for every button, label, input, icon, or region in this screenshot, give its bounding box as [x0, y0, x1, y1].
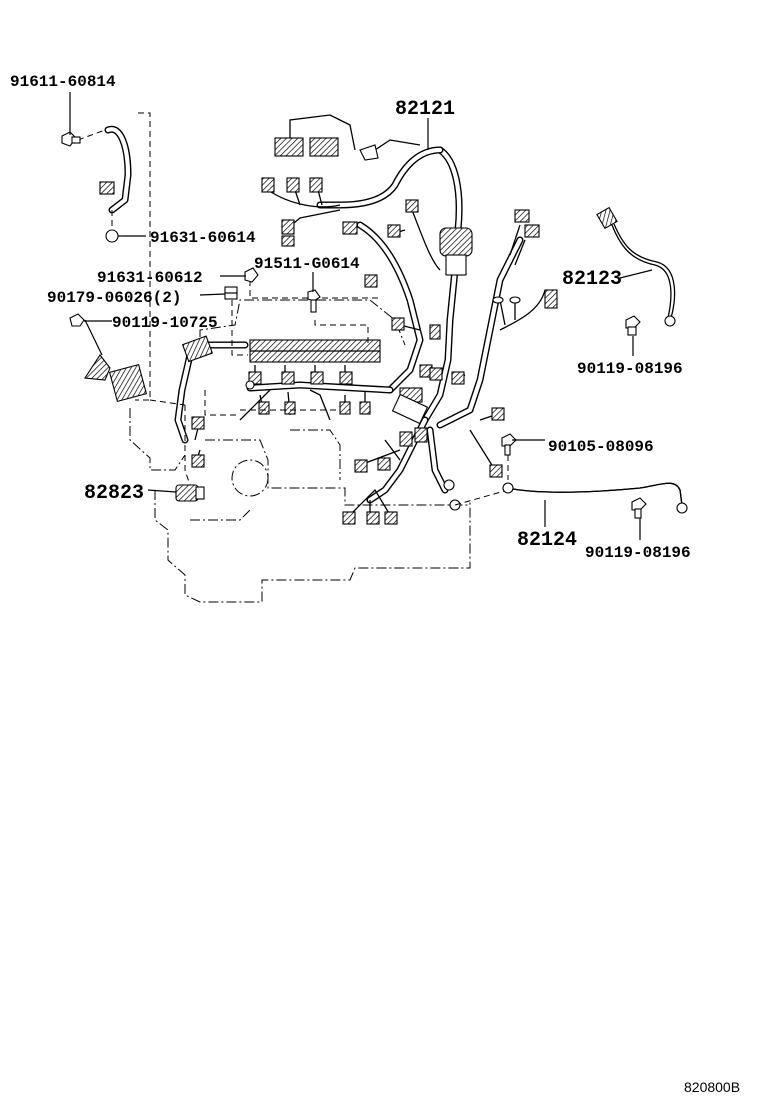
- bolt-90119-08196-b-icon: [631, 497, 647, 519]
- bolt-90105-08096-icon: [501, 433, 517, 456]
- bolt-91511-G0614-icon: [307, 289, 321, 313]
- leader-lines: [69, 92, 653, 540]
- label-90179-06026: 90179-06026(2): [47, 289, 181, 307]
- fastener-dashed-guides: [184, 280, 509, 506]
- label-82823: 82823: [84, 482, 144, 505]
- label-82123: 82123: [562, 268, 622, 291]
- fastener-bolts: [61, 131, 647, 519]
- label-90119-10725: 90119-10725: [112, 314, 218, 332]
- bolt-91611-60814-icon: [61, 131, 81, 147]
- junction-connector: [84, 319, 148, 403]
- label-90119-08196-a: 90119-08196: [577, 360, 683, 378]
- label-91511-G0614: 91511-G0614: [254, 255, 360, 273]
- label-91631-60614: 91631-60614: [150, 229, 256, 247]
- sensor-wire-82123: [596, 206, 676, 327]
- clip-91631-60612-icon: [244, 267, 259, 283]
- engine-wire-harness: [174, 114, 558, 525]
- label-91631-60612: 91631-60612: [97, 269, 203, 287]
- label-82124: 82124: [517, 529, 577, 552]
- label-90119-08196-b: 90119-08196: [585, 544, 691, 562]
- sensor-82823-icon: [175, 484, 205, 502]
- label-82121: 82121: [395, 98, 455, 121]
- nut-90179-06026-icon: [224, 286, 238, 300]
- bracket-assembly: [77, 112, 186, 406]
- part-labels: 91611-60814 91631-60614 91631-60612 9151…: [10, 73, 691, 562]
- bolt-90119-10725-icon: [69, 313, 85, 327]
- diagram-code: 820800B: [684, 1079, 740, 1095]
- bolt-90119-08196-a-icon: [625, 315, 641, 336]
- clip-91631-60614-icon: [105, 229, 124, 243]
- label-91611-60814: 91611-60814: [10, 73, 116, 91]
- label-90105-08096: 90105-08096: [548, 438, 654, 456]
- sensor-wire-82124: [502, 482, 688, 514]
